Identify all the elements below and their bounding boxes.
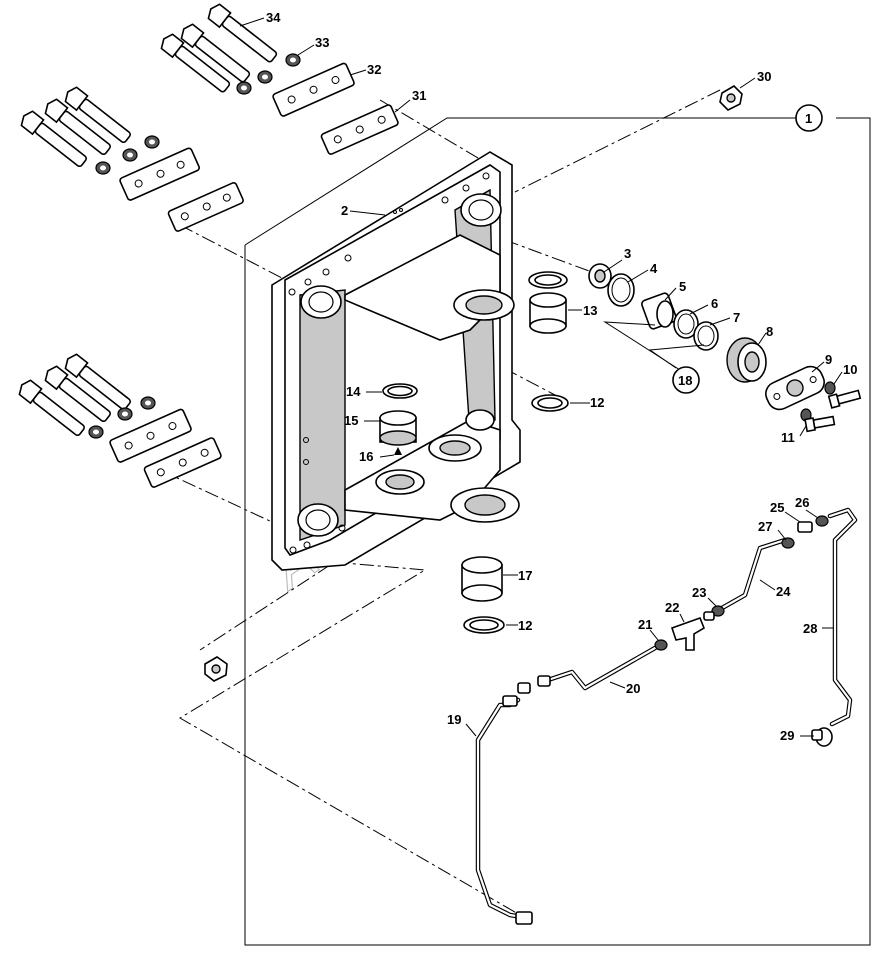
label-6: 6 [711, 296, 718, 311]
assembly-frame [244, 117, 871, 946]
callout-18: 18 [678, 373, 692, 388]
label-21: 21 [638, 617, 652, 632]
label-20: 20 [626, 681, 640, 696]
label-7: 7 [733, 310, 740, 325]
pipes [475, 507, 858, 921]
bolt-set-top [160, 3, 399, 155]
label-10: 10 [843, 362, 857, 377]
label-13: 13 [583, 303, 597, 318]
label-34: 34 [266, 10, 281, 25]
label-3: 3 [624, 246, 631, 261]
label-9: 9 [825, 352, 832, 367]
label-11: 11 [781, 430, 795, 445]
label-19: 19 [447, 712, 461, 727]
callouts: 1 18 2 3 4 5 6 7 8 9 10 11 12 12 13 14 1… [239, 10, 857, 743]
label-23: 23 [692, 585, 706, 600]
label-12-upper: 12 [590, 395, 604, 410]
label-25: 25 [770, 500, 784, 515]
bushings-center [379, 271, 569, 634]
label-14: 14 [346, 384, 361, 399]
label-8: 8 [766, 324, 773, 339]
label-30: 30 [757, 69, 771, 84]
label-4: 4 [650, 261, 658, 276]
label-12-lower: 12 [518, 618, 532, 633]
pivot-parts-right [204, 84, 862, 682]
main-frame [271, 151, 521, 571]
bolt-set-left-upper [20, 86, 244, 232]
callout-1: 1 [805, 111, 812, 126]
label-32: 32 [367, 62, 381, 77]
label-15: 15 [344, 413, 358, 428]
label-22: 22 [665, 600, 679, 615]
label-29: 29 [780, 728, 794, 743]
label-16: 16 [359, 449, 373, 464]
label-33: 33 [315, 35, 329, 50]
label-17: 17 [518, 568, 532, 583]
label-31: 31 [412, 88, 426, 103]
label-27: 27 [758, 519, 772, 534]
group-18-bracket [603, 321, 705, 371]
fittings [502, 515, 833, 925]
label-5: 5 [679, 279, 686, 294]
label-2: 2 [341, 203, 348, 218]
label-24: 24 [776, 584, 791, 599]
bolt-set-left-lower [18, 353, 222, 488]
label-28: 28 [803, 621, 817, 636]
label-26: 26 [795, 495, 809, 510]
